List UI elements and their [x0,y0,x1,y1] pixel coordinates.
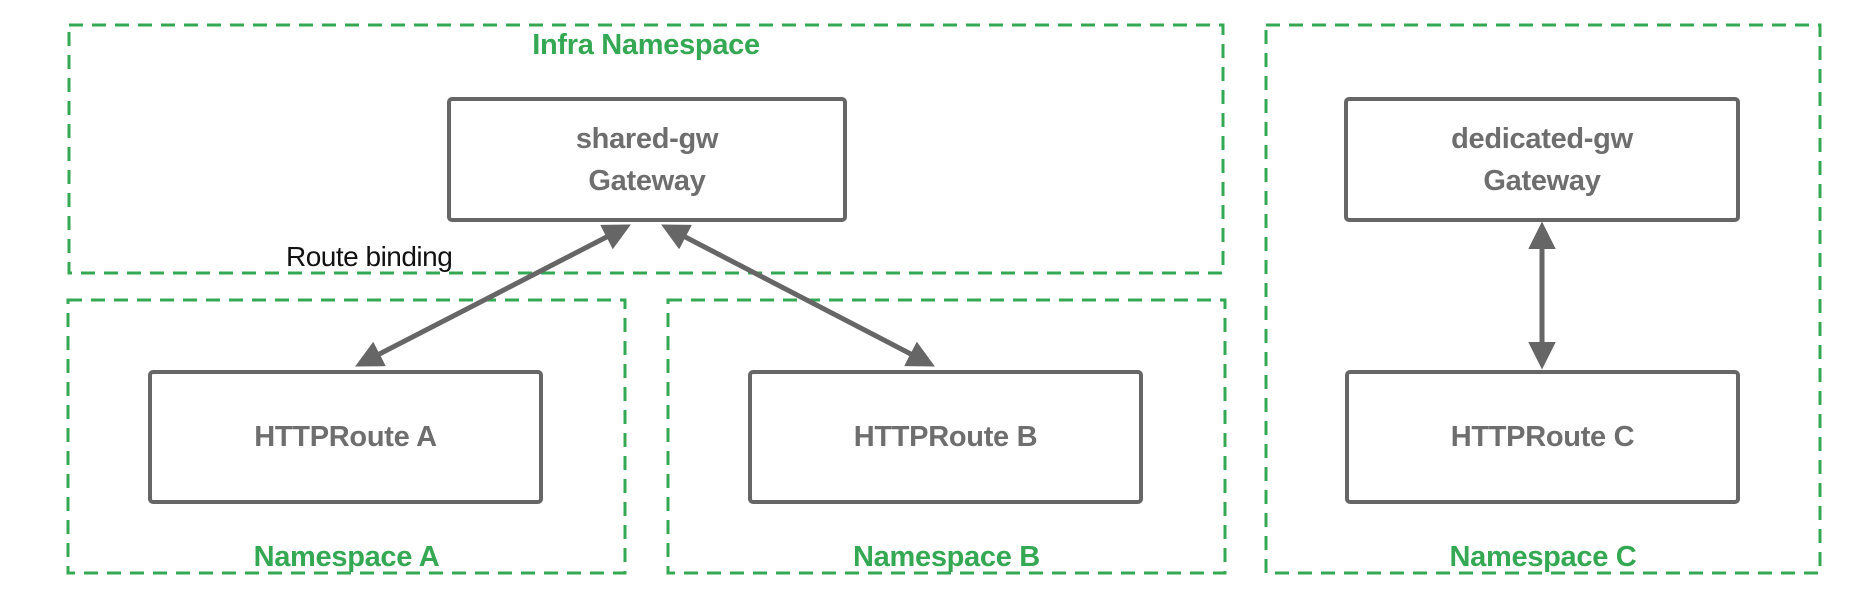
route-binding-annotation: Route binding [286,241,453,272]
httproute-a-label: HTTPRoute A [254,421,437,453]
namespace-c-boundary [1264,23,1822,575]
httproute-b-label: HTTPRoute B [853,421,1038,453]
namespace-b-title: Namespace B [853,541,1040,573]
dedicated-gw-gateway-node: dedicated-gw Gateway [1344,97,1740,222]
namespace-a-boundary [66,298,627,575]
httproute-c-node: HTTPRoute C [1345,370,1740,504]
namespace-c-title: Namespace C [1449,541,1637,573]
namespace-a-title: Namespace A [253,541,440,573]
infra-namespace-boundary [67,23,1225,275]
infra-namespace-title: Infra Namespace [532,29,760,61]
route-binding-arrow-a [355,224,631,367]
namespace-b-boundary [666,298,1227,575]
dedicated-gw-name: dedicated-gw [1451,122,1633,155]
httproute-a-node: HTTPRoute A [148,370,543,504]
dedicated-gw-kind: Gateway [1483,164,1601,197]
route-binding-arrow-b [661,224,935,367]
shared-gw-kind: Gateway [588,164,706,197]
httproute-c-label: HTTPRoute C [1450,421,1635,453]
shared-gw-name: shared-gw [575,122,719,155]
shared-gw-gateway-node: shared-gw Gateway [447,97,847,222]
httproute-b-node: HTTPRoute B [748,370,1143,504]
